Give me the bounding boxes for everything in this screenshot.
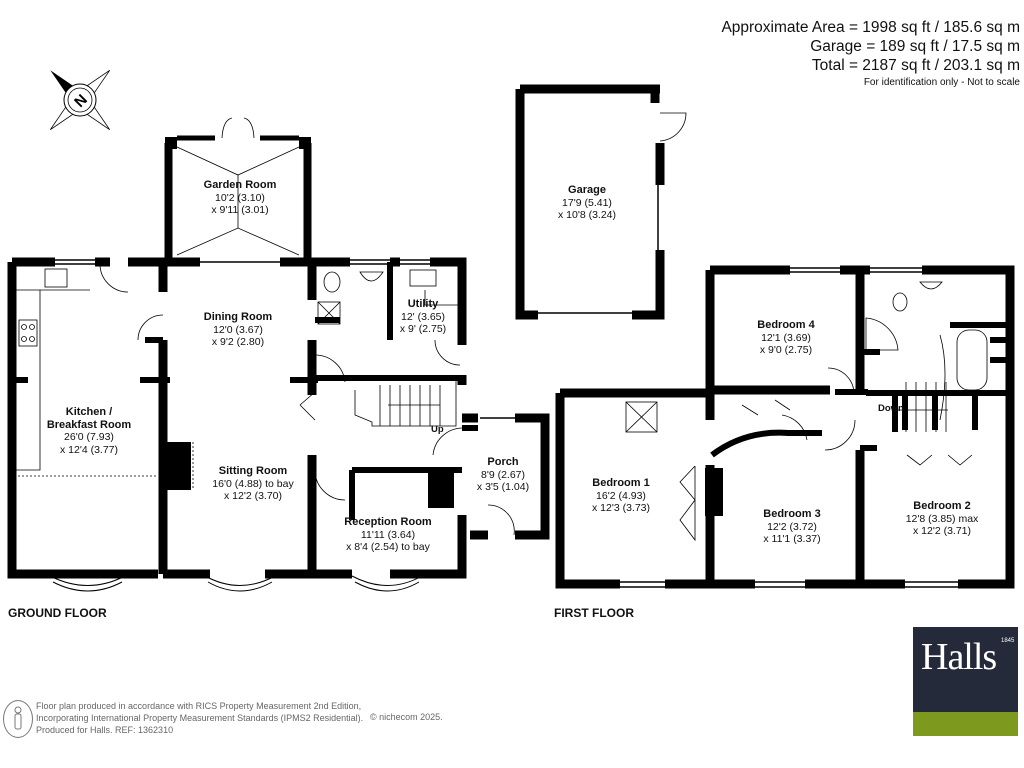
- room-dimension: 12'0 (3.67): [213, 323, 263, 336]
- ground-floor-label: GROUND FLOOR: [8, 606, 107, 620]
- room-name: Kitchen /: [65, 406, 113, 418]
- approximate-area-text: Approximate Area = 1998 sq ft / 185.6 sq…: [721, 19, 1020, 36]
- garden-room-walls: [164, 117, 312, 263]
- halls-logo: Halls 1845: [913, 627, 1018, 736]
- room-garden-room: Garden Room 10'2 (3.10) x 9'11 (3.01): [204, 179, 277, 217]
- logo-year-text: 1845: [1001, 638, 1015, 644]
- footer-line-3: Produced for Halls. REF: 1362310: [36, 725, 174, 735]
- logo-green-band: [913, 712, 1018, 736]
- room-dimension: x 11'1 (3.37): [763, 533, 821, 545]
- first-floor-walls: [555, 265, 1015, 589]
- garage-area-text: Garage = 189 sq ft / 17.5 sq m: [810, 38, 1020, 55]
- room-dimension: 16'0 (4.88) to bay: [212, 477, 294, 490]
- room-dimension: x 12'2 (3.71): [912, 525, 972, 537]
- room-dimension: 26'0 (7.93): [64, 431, 114, 443]
- room-name: Dining Room: [203, 311, 273, 323]
- room-dimension: 16'2 (4.93): [596, 489, 646, 502]
- compass-north-icon: [49, 69, 111, 131]
- room-dimension: x 12'2 (3.70): [223, 490, 283, 502]
- room-name: Garage: [568, 184, 606, 196]
- room-sitting-room: Sitting Room 16'0 (4.88) to bay x 12'2 (…: [212, 465, 293, 503]
- stairs-down-label: Down: [878, 403, 904, 414]
- room-dimension: 8'9 (2.67): [480, 468, 526, 481]
- copyright-text: © nichecom 2025.: [370, 712, 443, 722]
- room-dimension: x 9'11 (3.01): [211, 204, 269, 216]
- room-name: Garden Room: [203, 179, 277, 191]
- room-name: Bedroom 3: [763, 508, 821, 520]
- room-porch: Porch 8'9 (2.67) x 3'5 (1.04): [477, 456, 529, 494]
- room-dimension: x 3'5 (1.04): [476, 481, 530, 493]
- garage-walls: [515, 84, 687, 320]
- room-dimension: x 10'8 (3.24): [557, 209, 617, 221]
- room-name: Porch: [487, 456, 519, 468]
- footer-notes: Floor plan produced in accordance with R…: [36, 700, 363, 736]
- room-garage: Garage 17'9 (5.41) x 10'8 (3.24): [558, 184, 616, 222]
- room-dimension: x 9'0 (2.75): [759, 344, 813, 356]
- footer-line-2: Incorporating International Property Mea…: [36, 713, 364, 723]
- footer-line-1: Floor plan produced in accordance with R…: [36, 701, 362, 711]
- room-bedroom-2: Bedroom 2 12'8 (3.85) max x 12'2 (3.71): [906, 500, 979, 538]
- room-bedroom-1: Bedroom 1 16'2 (4.93) x 12'3 (3.73): [592, 477, 650, 515]
- room-dimension: 10'2 (3.10): [215, 191, 265, 204]
- room-dimension: 12'1 (3.69): [761, 331, 811, 344]
- room-name: Bedroom 4: [757, 319, 815, 331]
- room-reception-room: Reception Room 11'11 (3.64) x 8'4 (2.54)…: [344, 516, 431, 554]
- room-bedroom-4: Bedroom 4 12'1 (3.69) x 9'0 (2.75): [757, 319, 814, 357]
- first-floor-label: FIRST FLOOR: [554, 606, 634, 620]
- room-dimension: x 9'2 (2.80): [211, 336, 265, 348]
- room-bedroom-3: Bedroom 3 12'2 (3.72) x 11'1 (3.37): [763, 508, 820, 546]
- stairs-up-label: Up: [431, 424, 444, 435]
- logo-brand-text: Halls: [921, 636, 997, 678]
- room-kitchen-breakfast: Kitchen / Breakfast Room 26'0 (7.93) x 1…: [47, 406, 131, 456]
- room-dimension: 12' (3.65): [400, 310, 446, 323]
- room-dimension: 17'9 (5.41): [562, 196, 612, 209]
- room-dimension: x 12'4 (3.77): [59, 443, 119, 456]
- total-area-text: Total = 2187 sq ft / 203.1 sq m: [811, 57, 1020, 74]
- room-name: Bedroom 1: [592, 477, 650, 489]
- room-dimension: 12'8 (3.85) max: [905, 512, 979, 525]
- room-name: Sitting Room: [218, 465, 288, 477]
- room-dimension: x 12'3 (3.73): [591, 502, 651, 514]
- room-name-line2: Breakfast Room: [46, 418, 132, 431]
- room-utility: Utility 12' (3.65) x 9' (2.75): [400, 298, 446, 336]
- room-dimension: x 8'4 (2.54) to bay: [346, 541, 430, 553]
- room-name: Bedroom 2: [913, 500, 971, 512]
- ipms-person-icon: [3, 700, 33, 738]
- room-name: Reception Room: [344, 516, 432, 528]
- disclaimer-text: For identification only - Not to scale: [863, 77, 1020, 88]
- room-dimension: x 9' (2.75): [399, 323, 447, 335]
- room-dimension: 12'2 (3.72): [767, 520, 817, 533]
- room-dimension: 11'11 (3.64): [360, 528, 416, 541]
- room-name: Utility: [407, 298, 439, 310]
- room-dining-room: Dining Room 12'0 (3.67) x 9'2 (2.80): [204, 311, 272, 349]
